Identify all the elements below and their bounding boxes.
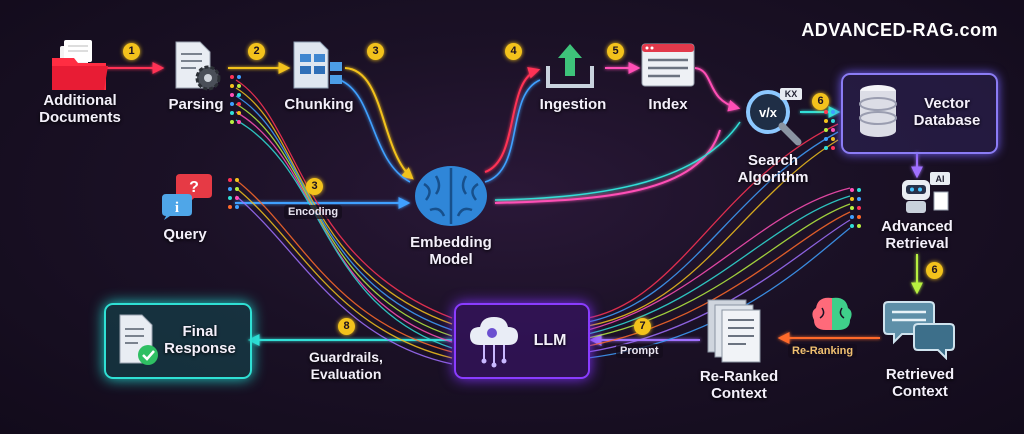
parsing-node[interactable]: Parsing	[162, 40, 238, 120]
query-label: Query	[163, 226, 207, 243]
query-i-glyph: i	[175, 200, 179, 216]
robot-ai-icon: AI	[902, 172, 950, 213]
guardrails-edge-label: Guardrails, Evaluation	[309, 349, 383, 382]
magnifier-icon: v/x KX	[746, 88, 802, 146]
prompt-edge-label: Prompt	[616, 344, 663, 358]
ingestion-node[interactable]: Ingestion	[530, 40, 616, 120]
retrieved-context-label: Retrieved Context	[885, 366, 955, 400]
search-algorithm-label: Search Algorithm	[737, 152, 809, 186]
embedding-model-label: Embedding Model	[410, 234, 492, 268]
document-stack-icon	[707, 299, 761, 363]
folder-icon	[52, 40, 108, 90]
embedding-model-node[interactable]: Embedding Model	[396, 158, 506, 273]
re-ranked-context-node[interactable]: Re-Ranked Context	[690, 296, 788, 406]
step-badge-7: 7	[634, 318, 651, 335]
query-q-glyph: ?	[189, 179, 199, 196]
retrieved-context-node[interactable]: Retrieved Context	[872, 296, 968, 404]
step-badge-1: 1	[123, 43, 140, 60]
brain-icon	[415, 166, 487, 226]
step-badge-3-encoding: 3	[306, 178, 323, 195]
document-gear-icon	[175, 41, 221, 91]
document-check-icon	[119, 314, 158, 365]
llm-label: LLM	[533, 332, 567, 349]
step-badge-3-chunking: 3	[367, 43, 384, 60]
step-badge-5: 5	[607, 43, 624, 60]
query-node[interactable]: ? i Query	[150, 170, 230, 250]
re-ranking-edge-label: Re-Ranking	[788, 344, 858, 358]
vector-database-label: Vector Database	[913, 95, 981, 129]
additional-documents-label: Additional Documents	[39, 92, 121, 126]
step-badge-6-retrieval: 6	[926, 262, 943, 279]
chunking-label: Chunking	[284, 96, 354, 113]
database-icon	[859, 85, 897, 137]
upload-tray-icon	[546, 44, 594, 88]
chunking-node[interactable]: Chunking	[282, 40, 366, 120]
brand-title: ADVANCED-RAG.com	[801, 20, 998, 40]
search-glyph: v/x	[759, 105, 778, 120]
colored-brain-icon	[812, 297, 852, 330]
step-badge-8: 8	[338, 318, 355, 335]
chunk-blocks-icon	[293, 41, 342, 89]
cloud-circuit-icon	[470, 317, 518, 368]
step-badge-2: 2	[248, 43, 265, 60]
search-tag: KX	[785, 89, 798, 99]
final-response-node[interactable]: Final Response	[104, 303, 252, 379]
parsing-label: Parsing	[168, 96, 224, 113]
question-bubbles-icon: ? i	[162, 174, 212, 220]
ai-tag-glyph: AI	[936, 174, 945, 184]
advanced-retrieval-label: Advanced Retrieval	[881, 218, 953, 252]
browser-list-icon	[641, 43, 695, 87]
llm-node[interactable]: LLM	[454, 303, 590, 379]
search-algorithm-node[interactable]: v/x KX Search Algorithm	[728, 84, 818, 194]
step-badge-4: 4	[505, 43, 522, 60]
final-response-label: Final Response	[164, 323, 236, 357]
vector-database-node[interactable]: Vector Database	[841, 73, 998, 154]
step-badge-6-search: 6	[812, 93, 829, 110]
chat-bubbles-icon	[883, 301, 955, 361]
re-ranking-brain-node	[808, 294, 856, 336]
index-label: Index	[648, 96, 688, 113]
encoding-edge-label: Encoding	[284, 205, 343, 219]
ingestion-label: Ingestion	[539, 96, 607, 113]
re-ranked-context-label: Re-Ranked Context	[699, 368, 779, 402]
additional-documents-node[interactable]: Additional Documents	[30, 36, 130, 131]
index-node[interactable]: Index	[636, 40, 700, 120]
advanced-retrieval-node[interactable]: AI Advanced Retrieval	[872, 170, 962, 258]
